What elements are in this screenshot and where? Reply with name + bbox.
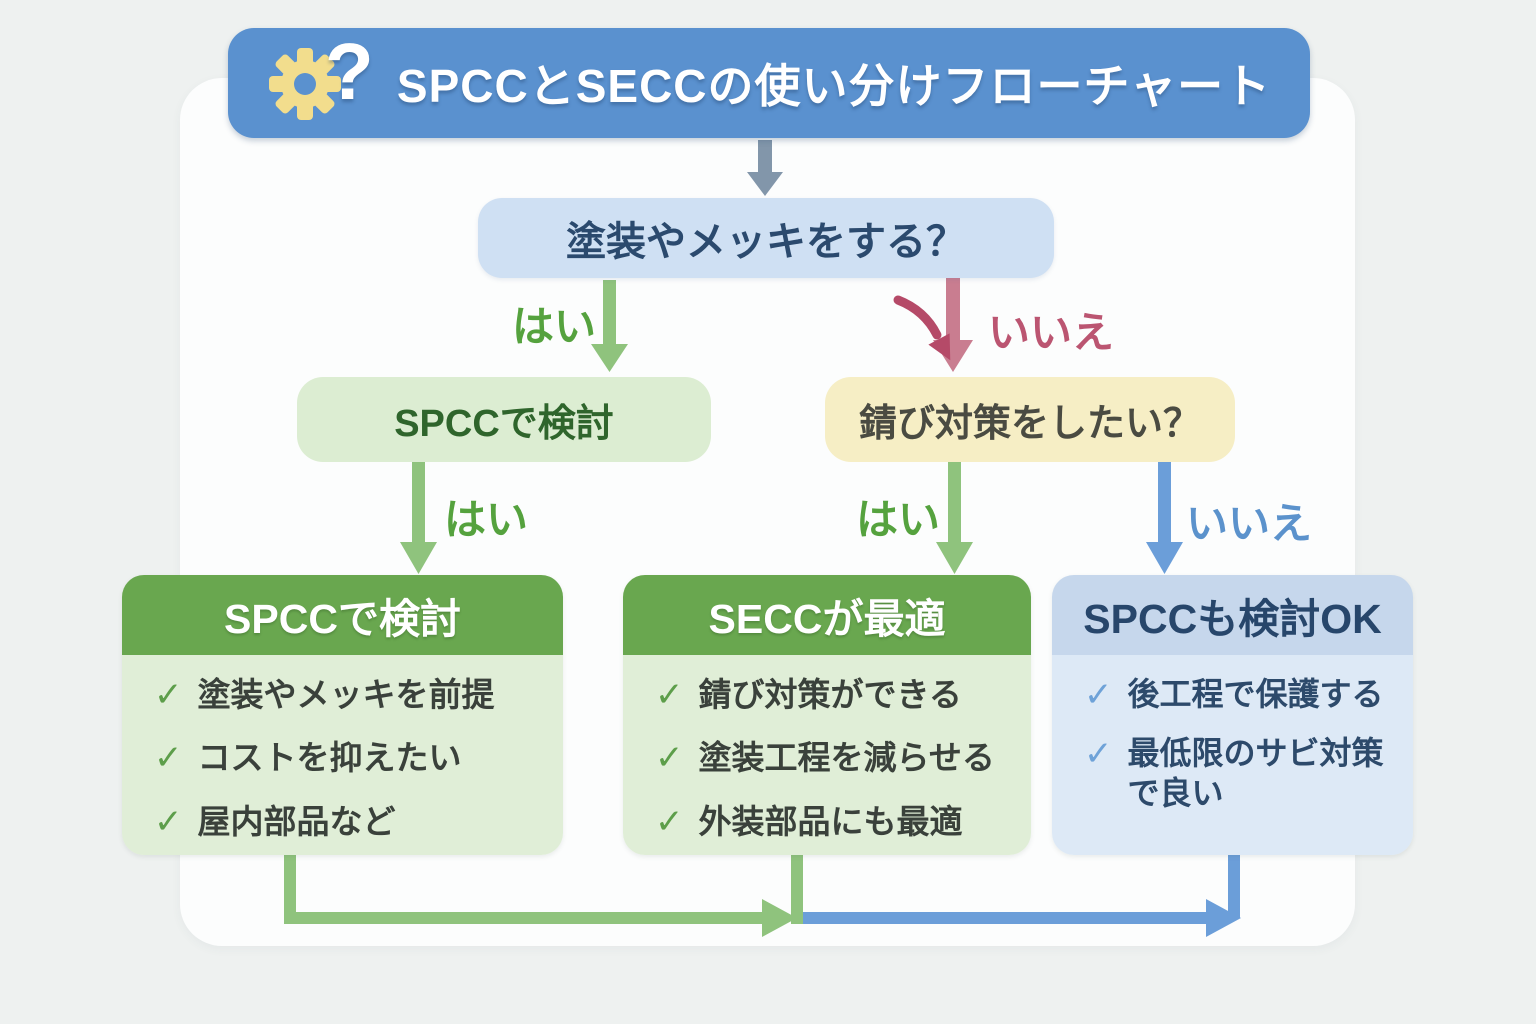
list-item-text: 外装部品にも最適 [698,802,963,840]
check-icon: ✓ [154,676,183,714]
edge-label-center-yes: はい [856,496,941,543]
check-icon: ✓ [655,802,684,841]
result-title: SPCCで検討 [224,596,461,642]
result-title: SECCが最適 [708,596,946,642]
list-item: ✓ 錆び対策ができる [655,675,1017,716]
edge-label-right-no: いいえ [1186,500,1313,547]
result-header: SPCCで検討 [122,575,563,655]
edge-label-left-yes: はい [444,496,529,543]
list-item-text: 錆び対策ができる [698,676,962,713]
list-item: ✓ 塗装工程を減らせる [655,738,1017,779]
check-icon: ✓ [1084,735,1113,774]
result-title: SPCCも検討OK [1083,596,1382,642]
node-text: SPCCで検討 [394,403,614,445]
gear-icon [268,48,341,120]
result-body: ✓ 錆び対策ができる ✓ 塗装工程を減らせる ✓ 外装部品にも最適 [623,655,1031,855]
check-icon: ✓ [655,739,684,778]
title-bar: ? SPCCとSECCの使い分けフローチャート [228,27,1310,138]
check-icon: ✓ [154,802,183,841]
edge-label-q1-no: いいえ [988,309,1115,356]
decision-text: 錆び対策をしたい？ [858,403,1201,445]
list-item: ✓ 後工程で保護する [1084,675,1399,716]
list-item-text: 塗装やメッキを前提 [197,676,495,713]
list-item: ✓ 塗装やメッキを前提 [154,675,549,716]
question-mark-icon: ? [324,27,374,116]
list-item-text: 屋内部品など [197,802,396,840]
list-item-text: コストを抑えたい [197,739,462,777]
list-item-text: 最低限のサビ対策で良い [1127,735,1384,811]
page-title: SPCCとSECCの使い分けフローチャート [396,60,1272,112]
check-icon: ✓ [655,676,684,714]
result-box-spcc-ok: SPCCも検討OK ✓ 後工程で保護する ✓ 最低限のサビ対策で良い [1052,575,1413,855]
check-icon: ✓ [154,739,183,778]
result-header: SPCCも検討OK [1052,575,1413,655]
result-header: SECCが最適 [623,575,1031,655]
list-item: ✓ 外装部品にも最適 [655,802,1017,843]
gear-question-icon: ? [267,27,383,128]
list-item: ✓ コストを抑えたい [154,738,549,779]
list-item: ✓ 屋内部品など [154,802,549,843]
node-consider-spcc: SPCCで検討 [297,377,711,462]
list-item-text: 後工程で保護する [1127,676,1384,712]
list-item: ✓ 最低限のサビ対策で良い [1084,734,1399,812]
list-item-text: 塗装工程を減らせる [698,739,995,777]
decision-rust-prevention: 錆び対策をしたい？ [825,377,1235,462]
edge-label-q1-yes: はい [512,303,597,350]
check-icon: ✓ [1084,676,1113,714]
decision-paint-or-plating: 塗装やメッキをする？ [478,198,1054,278]
result-body: ✓ 後工程で保護する ✓ 最低限のサビ対策で良い [1052,655,1413,855]
result-box-secc: SECCが最適 ✓ 錆び対策ができる ✓ 塗装工程を減らせる ✓ 外装部品にも最… [623,575,1031,855]
decision-text: 塗装やメッキをする？ [566,220,966,264]
result-box-spcc: SPCCで検討 ✓ 塗装やメッキを前提 ✓ コストを抑えたい ✓ 屋内部品など [122,575,563,855]
result-body: ✓ 塗装やメッキを前提 ✓ コストを抑えたい ✓ 屋内部品など [122,655,563,855]
